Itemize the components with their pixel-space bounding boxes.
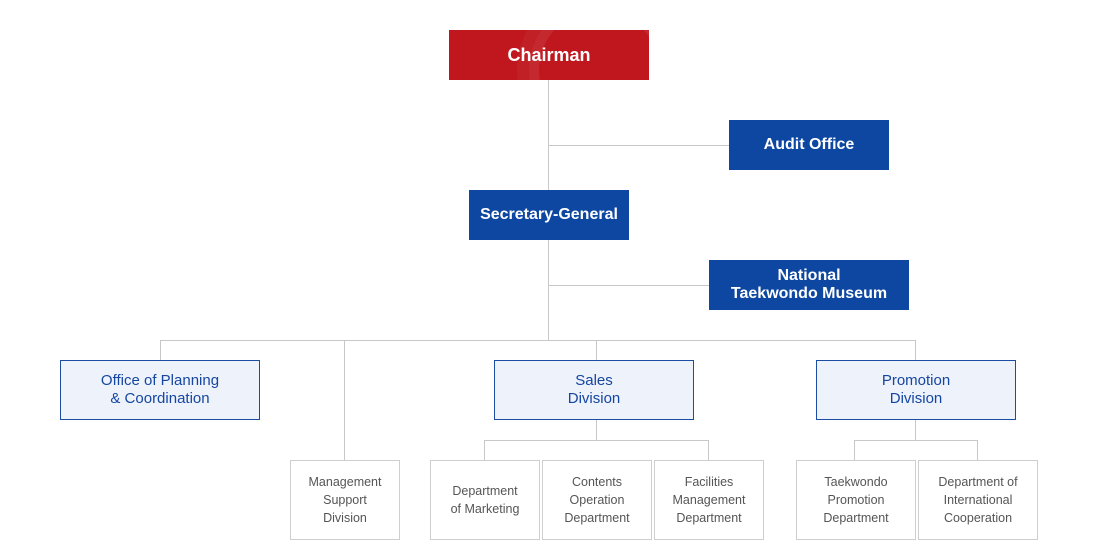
chairman-box: Chairman xyxy=(449,30,649,80)
international-line3: Cooperation xyxy=(943,511,1013,525)
planning-coordination-box: Office of Planning & Coordination xyxy=(60,360,260,420)
taekwondo-promotion-box: Taekwondo Promotion Department xyxy=(796,460,916,540)
sales-division-box: Sales Division xyxy=(494,360,694,420)
sales-label-line2: Division xyxy=(567,390,621,407)
sales-label-line1: Sales xyxy=(575,372,613,389)
international-line2: International xyxy=(943,493,1013,507)
contents-operation-box: Contents Operation Department xyxy=(542,460,652,540)
facilities-line3: Department xyxy=(676,511,742,525)
international-cooperation-box: Department of International Cooperation xyxy=(918,460,1038,540)
management-support-line3: Division xyxy=(323,511,367,525)
museum-label-line1: National xyxy=(777,267,841,284)
facilities-management-box: Facilities Management Department xyxy=(654,460,764,540)
promotion-label-line2: Division xyxy=(889,390,943,407)
promotion-division-box: Promotion Division xyxy=(816,360,1016,420)
secretary-general-label: Secretary-General xyxy=(480,206,618,223)
planning-label-line2: & Coordination xyxy=(110,390,210,407)
museum-box: National Taekwondo Museum xyxy=(709,260,909,310)
contents-line1: Contents xyxy=(571,475,623,489)
taekwondo-promotion-line2: Promotion xyxy=(827,493,885,507)
museum-label-line2: Taekwondo Museum xyxy=(730,285,888,302)
marketing-line1: Department xyxy=(452,484,518,498)
management-support-box: Management Support Division xyxy=(290,460,400,540)
facilities-line1: Facilities xyxy=(684,475,734,489)
taekwondo-promotion-line3: Department xyxy=(823,511,889,525)
management-support-line1: Management xyxy=(308,475,382,489)
chairman-label: Chairman xyxy=(507,44,591,65)
management-support-line2: Support xyxy=(323,493,367,507)
contents-line2: Operation xyxy=(569,493,625,507)
contents-line3: Department xyxy=(564,511,630,525)
international-line1: Department of xyxy=(938,475,1018,489)
planning-label-line1: Office of Planning xyxy=(100,372,220,389)
taekwondo-promotion-line1: Taekwondo xyxy=(824,475,888,489)
secretary-general-box: Secretary-General xyxy=(469,190,629,240)
audit-office-label: Audit Office xyxy=(763,136,855,153)
marketing-line2: of Marketing xyxy=(450,502,520,516)
facilities-line2: Management xyxy=(672,493,746,507)
audit-office-box: Audit Office xyxy=(729,120,889,170)
marketing-dept-box: Department of Marketing xyxy=(430,460,540,540)
promotion-label-line1: Promotion xyxy=(881,372,951,389)
